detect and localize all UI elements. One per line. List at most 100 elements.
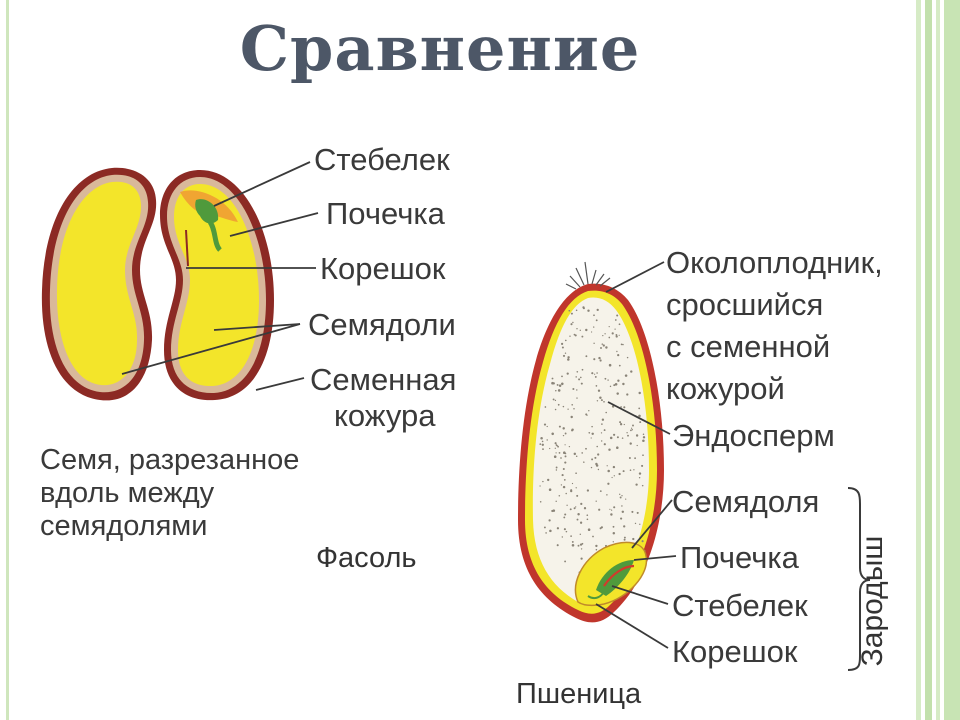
endosperm-dot	[616, 350, 618, 353]
endosperm-dot	[593, 326, 595, 328]
endosperm-dot	[595, 500, 597, 502]
endosperm-dot	[594, 456, 597, 459]
endosperm-dot	[560, 457, 562, 459]
endosperm-dot	[565, 492, 567, 495]
endosperm-dot	[579, 533, 582, 536]
endosperm-dot	[575, 487, 577, 489]
endosperm-dot	[575, 376, 577, 378]
endosperm-dot	[593, 342, 595, 345]
endosperm-dot	[642, 454, 644, 457]
wheat-name: Пшеница	[516, 678, 642, 710]
endosperm-dot	[580, 502, 583, 506]
endosperm-dot	[572, 321, 574, 324]
endosperm-dot	[595, 319, 598, 322]
endosperm-dot	[595, 464, 599, 467]
bean-label-coat-line2: кожура	[334, 398, 436, 433]
endosperm-dot	[605, 346, 608, 349]
endosperm-dot	[598, 356, 601, 360]
endosperm-dot	[627, 434, 629, 437]
endosperm-dot	[629, 469, 632, 472]
wheat-pericarp-line: кожурой	[666, 371, 785, 406]
endosperm-dot	[622, 382, 625, 386]
endosperm-dot	[613, 475, 615, 477]
wheat-embryo-label: Зародыш	[856, 535, 889, 667]
wheat-pericarp-line: Околоплодник,	[666, 245, 883, 280]
endosperm-dot	[621, 505, 623, 507]
bean-leader-lines	[121, 161, 319, 391]
endosperm-dot	[576, 370, 579, 373]
endosperm-dot	[576, 494, 579, 497]
endosperm-dot	[607, 482, 610, 485]
wheat-leader-lines	[595, 261, 677, 649]
endosperm-dot	[600, 526, 603, 529]
endosperm-dot	[558, 494, 561, 497]
endosperm-dot	[555, 444, 558, 446]
endosperm-dot	[593, 314, 595, 317]
endosperm-dot	[586, 518, 589, 521]
wheat-label-bud: Почечка	[680, 540, 799, 575]
endosperm-dot	[555, 466, 558, 469]
endosperm-dot	[581, 542, 584, 545]
endosperm-dot	[579, 329, 581, 331]
endosperm-dot	[611, 332, 614, 335]
endosperm-dot	[566, 504, 568, 506]
endosperm-dot	[624, 374, 628, 377]
endosperm-dot	[568, 445, 571, 448]
endosperm-dot	[541, 440, 544, 443]
endosperm-dot	[618, 323, 621, 326]
endosperm-dot	[567, 356, 570, 359]
endosperm-dot	[597, 453, 600, 456]
endosperm-dot	[631, 510, 634, 513]
bean-label-stem: Стебелек	[314, 142, 450, 177]
endosperm-dot	[571, 403, 574, 406]
endosperm-dot	[595, 544, 598, 548]
endosperm-dot	[579, 376, 582, 379]
page-title: Сравнение	[239, 12, 641, 85]
endosperm-dot	[609, 436, 613, 440]
endosperm-dot	[563, 479, 566, 481]
endosperm-dot	[621, 437, 624, 439]
endosperm-dot	[564, 339, 567, 342]
endosperm-dot	[608, 336, 611, 339]
endosperm-dot	[636, 444, 638, 447]
endosperm-dot	[626, 356, 629, 359]
endosperm-dot	[612, 525, 615, 528]
endosperm-dot	[607, 469, 610, 473]
endosperm-dot	[635, 483, 638, 486]
endosperm-dot	[561, 375, 563, 378]
endosperm-dot	[601, 440, 603, 442]
endosperm-dot	[599, 396, 602, 399]
endosperm-dot	[618, 364, 621, 367]
endosperm-dot	[608, 363, 612, 367]
endosperm-dot	[557, 403, 560, 406]
endosperm-dot	[576, 518, 579, 521]
endosperm-dot	[617, 379, 620, 382]
endosperm-dot	[616, 436, 619, 439]
endosperm-dot	[610, 509, 613, 511]
endosperm-dot	[617, 354, 620, 357]
endosperm-dots	[539, 306, 646, 594]
endosperm-dot	[562, 354, 566, 357]
endosperm-dot	[561, 536, 563, 538]
endosperm-dot	[549, 529, 552, 533]
endosperm-dot	[581, 452, 584, 454]
endosperm-dot	[570, 535, 572, 537]
endosperm-dot	[548, 488, 552, 491]
wheat-pericarp-line: сросшийся	[666, 287, 824, 322]
endosperm-dot	[586, 414, 588, 416]
endosperm-dot	[564, 461, 567, 464]
endosperm-dot	[599, 490, 602, 492]
endosperm-dot	[619, 493, 621, 495]
endosperm-dot	[562, 427, 565, 430]
endosperm-dot	[622, 470, 625, 473]
endosperm-dot	[585, 355, 588, 358]
endosperm-dot	[552, 398, 555, 401]
wheat-label-root: Корешок	[672, 634, 798, 669]
endosperm-dot	[628, 457, 631, 459]
endosperm-dot	[549, 447, 551, 450]
endosperm-dot	[596, 308, 599, 312]
endosperm-dot	[638, 407, 641, 410]
endosperm-dot	[595, 548, 598, 551]
endosperm-dot	[609, 385, 612, 388]
endosperm-dot	[600, 432, 603, 434]
